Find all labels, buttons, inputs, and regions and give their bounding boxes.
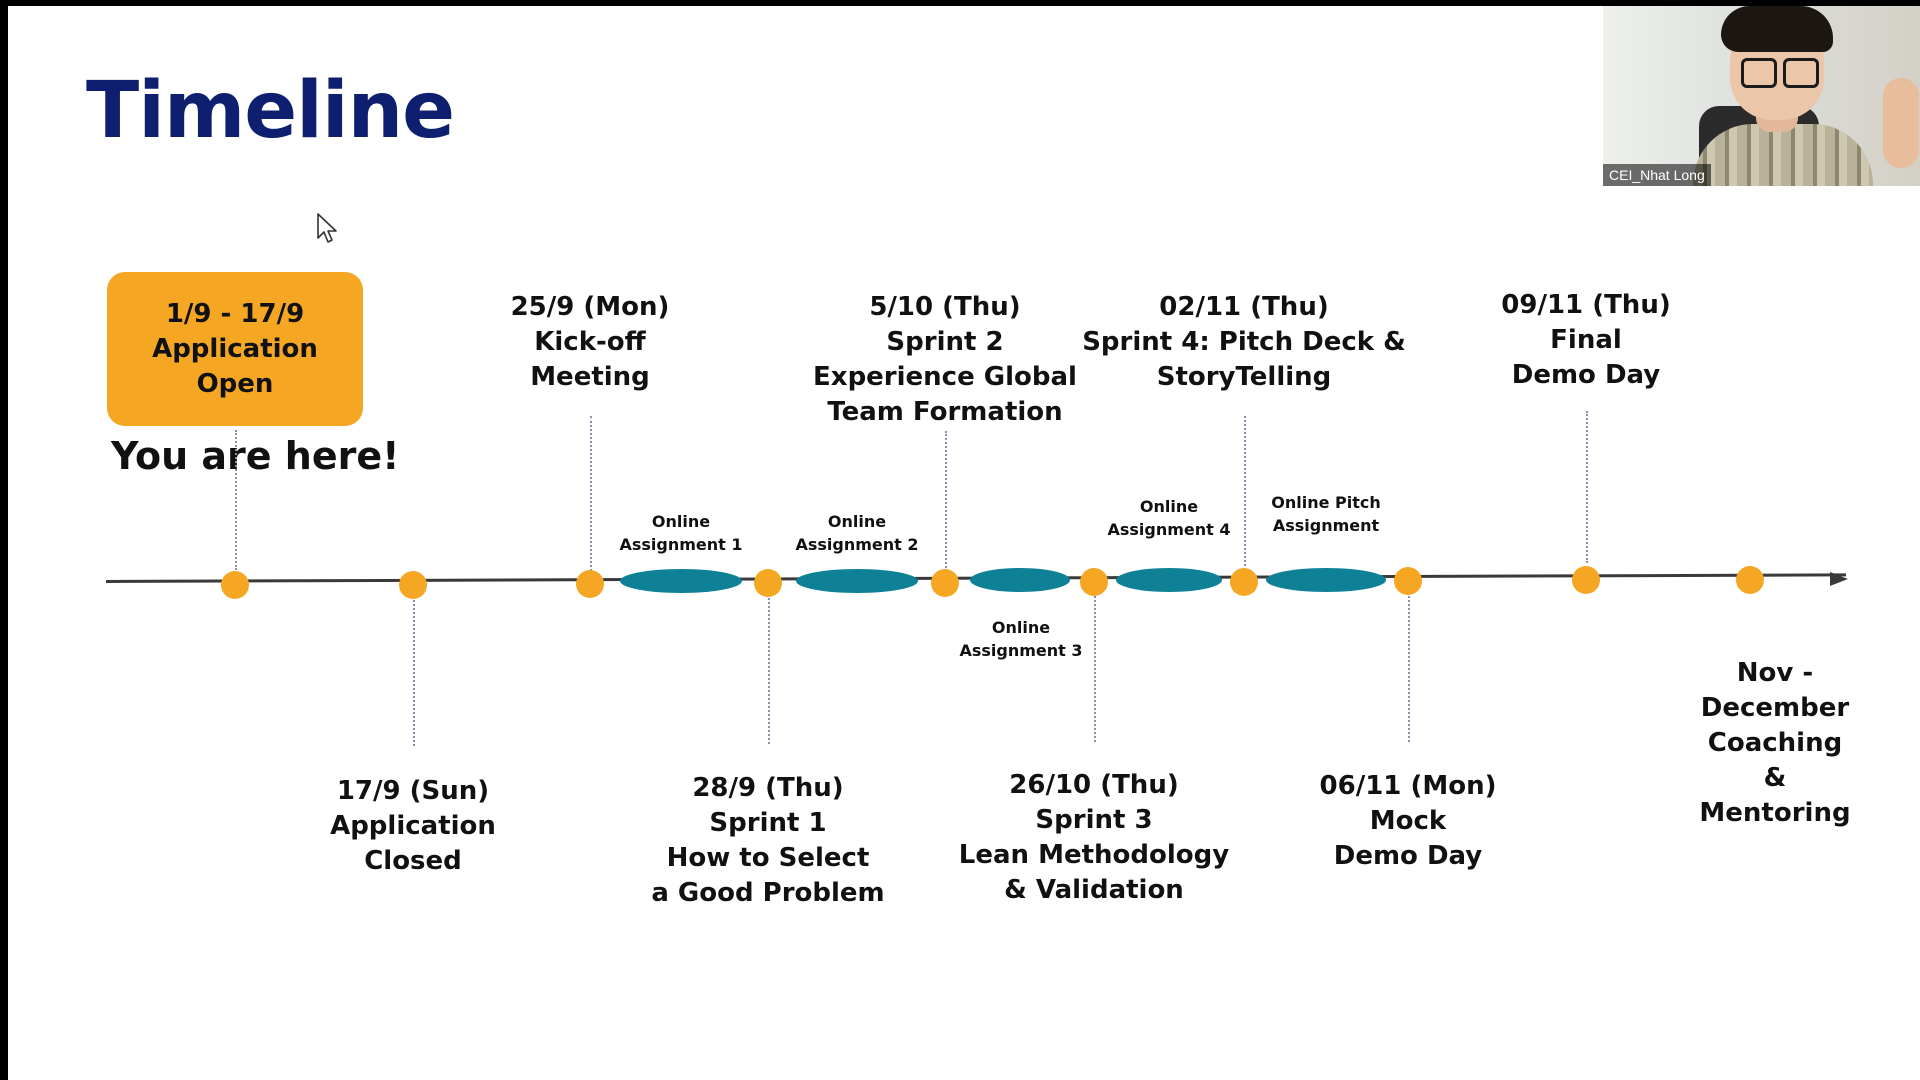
assignment-label-1: Online Assignment 1 [619,512,743,554]
milestone-kickoff: 25/9 (Mon) Kick-off Meeting [510,292,670,392]
assignment-segment-pitch [1266,568,1386,592]
assignment-label-3: Online Assignment 3 [959,618,1083,660]
milestone-dot-final-demo [1572,566,1600,594]
milestone-final-demo: 09/11 (Thu) Final Demo Day [1501,290,1671,390]
presentation-slide: Timeline 1/9 - 17/9 Application Open You… [8,6,1920,1080]
milestone-dot-sprint1 [754,569,782,597]
assignment-segment-3 [970,568,1070,592]
assignment-segment-1 [620,569,742,593]
connector-final-demo [1586,411,1588,563]
video-person-hair [1721,6,1833,52]
video-person-hand [1883,78,1919,168]
assignment-label-4: Online Assignment 4 [1107,497,1231,539]
milestone-dot-sprint2 [931,569,959,597]
timeline-arrow-head [1830,572,1848,586]
assignment-segment-2 [796,569,918,593]
participant-video-tile[interactable]: CEI_Nhat Long [1603,6,1920,186]
slide-title: Timeline [86,66,455,156]
connector-sprint2 [945,431,947,568]
milestone-sprint3: 26/10 (Thu) Sprint 3 Lean Methodology & … [958,770,1230,905]
milestone-dot-kickoff [576,570,604,598]
assignment-label-2: Online Assignment 2 [795,512,919,554]
assignment-segment-4 [1116,568,1222,592]
video-person-glasses-left [1741,58,1777,88]
connector-mock-demo [1408,592,1410,742]
assignment-label-pitch: Online Pitch Assignment [1271,493,1381,535]
connector-sprint1 [768,594,770,744]
you-are-here-label: You are here! [111,434,400,478]
milestone-coaching: Nov - December Coaching & Mentoring [1699,658,1851,828]
milestone-dot-mock-demo [1394,567,1422,595]
application-open-box: 1/9 - 17/9 Application Open [107,272,363,426]
milestone-sprint1: 28/9 (Thu) Sprint 1 How to Select a Good… [651,773,885,908]
mouse-pointer-icon [317,213,337,243]
milestone-sprint2: 5/10 (Thu) Sprint 2 Experience Global Te… [813,292,1077,427]
milestone-mock-demo: 06/11 (Mon) Mock Demo Day [1319,771,1497,871]
connector-sprint4 [1244,416,1246,566]
video-person-shirt [1693,124,1873,186]
milestone-dot-application-open [221,571,249,599]
milestone-dot-sprint4 [1230,568,1258,596]
milestone-application-open: 1/9 - 17/9 Application Open [152,298,318,399]
milestone-dot-sprint3 [1080,568,1108,596]
milestone-application-closed: 17/9 (Sun) Application Closed [330,776,496,876]
connector-application-closed [413,596,415,746]
connector-application-open [235,430,237,570]
video-person-glasses-right [1783,58,1819,88]
milestone-dot-application-closed [399,571,427,599]
connector-kickoff [590,416,592,571]
participant-name-tag: CEI_Nhat Long [1603,164,1711,186]
connector-sprint3 [1094,592,1096,742]
milestone-sprint4: 02/11 (Thu) Sprint 4: Pitch Deck & Story… [1082,292,1406,392]
milestone-dot-coaching [1736,566,1764,594]
